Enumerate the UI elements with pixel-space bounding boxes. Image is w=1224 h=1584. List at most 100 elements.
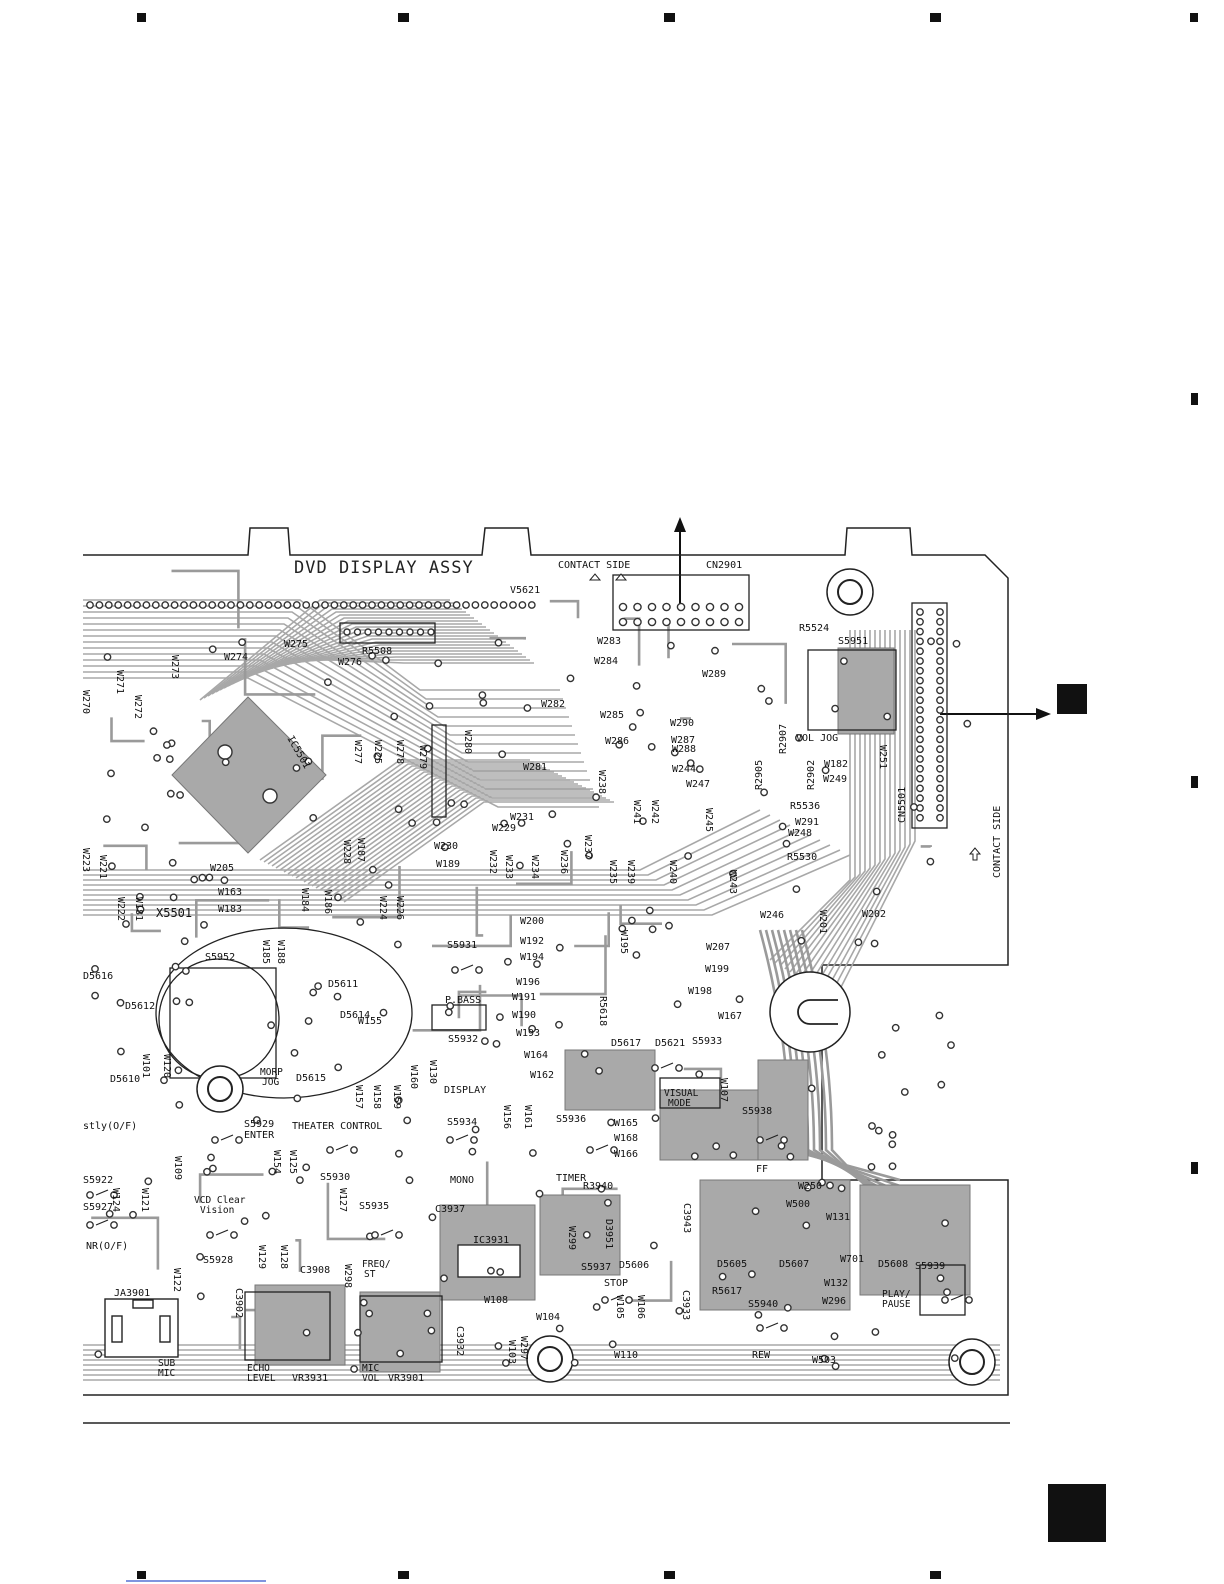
wire-label: W128 <box>278 1245 289 1269</box>
wire-label: W235 <box>607 860 618 884</box>
wire-label: W248 <box>788 828 812 839</box>
board-outline <box>83 527 1009 1396</box>
r5617-label: R5617 <box>712 1286 742 1297</box>
wire-label: W184 <box>299 888 310 912</box>
wire-label: W189 <box>436 859 460 870</box>
wire-label: W127 <box>337 1188 348 1212</box>
wire-label: W280 <box>462 730 473 754</box>
wire-label: W188 <box>275 940 286 964</box>
wire-label: W194 <box>520 952 544 963</box>
d5615-label: D5615 <box>296 1073 326 1084</box>
wire-label: W270 <box>80 690 91 714</box>
vr3901-label: VR3901 <box>388 1373 424 1384</box>
wire-label: W246 <box>760 910 784 921</box>
wire-label: W282 <box>541 699 565 710</box>
wire-label: W233 <box>503 855 514 879</box>
wire-label: W191 <box>512 992 536 1003</box>
wire-label: W225 <box>372 740 383 764</box>
wire-label: W243 <box>727 870 738 894</box>
d5614-label: D5614 <box>340 1010 370 1021</box>
ic5501-body <box>171 696 327 854</box>
wire-label: W249 <box>823 774 847 785</box>
wire-label: W109 <box>172 1156 183 1180</box>
wire-label: W503 <box>812 1355 836 1366</box>
wire-label: W159 <box>391 1085 402 1109</box>
c3933-label: C3933 <box>680 1290 691 1320</box>
wire-label: W277 <box>352 740 363 764</box>
d5608-label: D5608 <box>878 1259 908 1270</box>
c3902-label: C3902 <box>233 1288 244 1318</box>
wire-label: W297 <box>518 1336 529 1360</box>
wire-label: W231 <box>510 812 534 823</box>
wire-label: W185 <box>260 940 271 964</box>
wire-label: W281 <box>523 762 547 773</box>
d5610-label: D5610 <box>110 1074 140 1085</box>
wire-label: W251 <box>877 745 888 769</box>
wire-label: W244 <box>672 764 696 775</box>
r5524-label: R5524 <box>799 623 829 634</box>
wire-label: W202 <box>862 909 886 920</box>
wire-label: W101 <box>140 1054 151 1078</box>
wire-label: W131 <box>826 1212 850 1223</box>
wire-label: W186 <box>322 890 333 914</box>
wire-label: W272 <box>132 695 143 719</box>
r3940-label: R3940 <box>583 1181 613 1192</box>
wire-label: W289 <box>702 669 726 680</box>
wire-label: W298 <box>342 1264 353 1288</box>
s5922-ref: S5922 <box>83 1175 113 1186</box>
s5951-ref: S5951 <box>838 636 868 647</box>
wire-label: W108 <box>484 1295 508 1306</box>
wire-label: W187 <box>355 838 366 862</box>
s5952-ref: S5952 <box>205 952 235 963</box>
r5508-label: R5508 <box>362 646 392 657</box>
wire-label: W287 <box>671 735 695 746</box>
wire-label: W296 <box>822 1296 846 1307</box>
wire-label: W104 <box>536 1312 560 1323</box>
connector-arrows <box>674 517 1051 720</box>
wire-label: W242 <box>649 800 660 824</box>
wire-label: W299 <box>566 1226 577 1250</box>
pbass-caption: P.BASS <box>445 995 481 1006</box>
c3937-label: C3937 <box>435 1204 465 1215</box>
rew-caption: REW <box>752 1350 771 1361</box>
wire-label: W291 <box>795 817 819 828</box>
c3908-label: C3908 <box>300 1265 330 1276</box>
s5939-ref: S5939 <box>915 1261 945 1272</box>
pad-field <box>86 601 973 1373</box>
s5932-ref: S5932 <box>448 1034 478 1045</box>
d5611-label: D5611 <box>328 979 358 990</box>
wire-label: W199 <box>705 964 729 975</box>
wire-label: W284 <box>594 656 618 667</box>
wire-label: W271 <box>114 670 125 694</box>
wire-label: W207 <box>706 942 730 953</box>
stop-caption: STOP <box>604 1278 628 1289</box>
wire-label: W230 <box>434 841 458 852</box>
r2905-label: R2905 <box>754 760 765 790</box>
s5927-ref: S5927 <box>83 1202 113 1213</box>
v5621-label: V5621 <box>510 585 540 596</box>
ff-caption: FF <box>756 1164 768 1175</box>
wire-label: W238 <box>596 770 607 794</box>
page-corner-block <box>1048 1484 1106 1542</box>
wire-label: W226 <box>394 896 405 920</box>
wire-label: W156 <box>501 1105 512 1129</box>
wire-label: W283 <box>597 636 621 647</box>
cn5501-label: CN5501 <box>897 787 908 823</box>
registration-marks <box>137 13 1198 1579</box>
wire-label: W290 <box>670 718 694 729</box>
wire-label: W183 <box>218 904 242 915</box>
wire-label: W275 <box>284 639 308 650</box>
r2902-label: R2902 <box>806 760 817 790</box>
wire-label: W105 <box>614 1295 625 1319</box>
wire-label: W701 <box>840 1254 864 1265</box>
wire-label: W192 <box>520 936 544 947</box>
mono-caption: MONO <box>450 1175 474 1186</box>
theater-control-caption: THEATER CONTROL <box>292 1121 382 1132</box>
wire-label: W288 <box>672 744 696 755</box>
wire-label: W162 <box>530 1070 554 1081</box>
